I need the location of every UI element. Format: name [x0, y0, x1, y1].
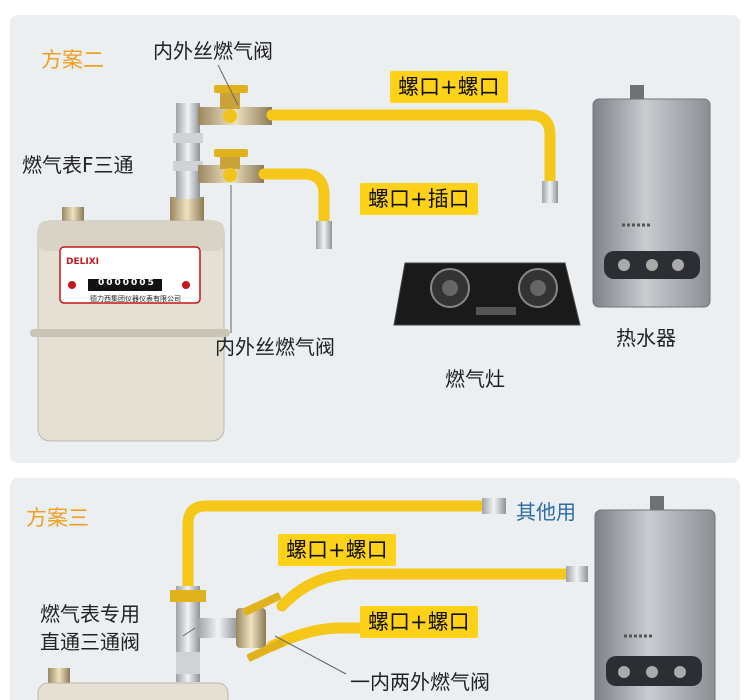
hose-lower	[266, 622, 376, 652]
stove-label: 燃气灶	[445, 367, 505, 391]
tag-thread-thread: 螺口+螺口	[390, 71, 508, 103]
meter-tee-label: 燃气表F三通	[22, 153, 134, 177]
water-heater	[594, 496, 716, 700]
valve-label-bottom: 内外丝燃气阀	[215, 335, 335, 359]
water-heater	[592, 85, 711, 308]
one-in-two-out-valve-label: 一内两外燃气阀	[350, 670, 490, 694]
tag-thread-thread-2: 螺口+螺口	[360, 606, 478, 638]
tag-thread-thread-1: 螺口+螺口	[278, 534, 396, 566]
hose-other-use	[182, 500, 490, 594]
water-heater-label: 热水器	[616, 326, 676, 350]
meter-reading: 0000005	[98, 278, 156, 288]
scheme-3-panel: 方案三 其他用 螺口+螺口 螺口+螺口 燃气表专用 直通三通阀 一内两外燃气阀	[10, 478, 740, 700]
meter-f-tee	[173, 103, 203, 199]
hose-to-heater-1	[276, 568, 576, 612]
gas-stove	[393, 262, 581, 326]
meter-brand: DELIXI	[66, 257, 99, 267]
hose-to-water-heater	[266, 109, 556, 189]
tag-thread-plug: 螺口+插口	[360, 183, 478, 215]
scheme-2-panel: 方案二 内外丝燃气阀 燃气表F三通 螺口+螺口 螺口+插口 内外丝燃气阀 燃气灶…	[10, 15, 740, 463]
gas-meter	[37, 668, 229, 700]
scheme-3-title: 方案三	[26, 506, 89, 530]
hose-to-stove	[258, 168, 330, 229]
tee-valve-assembly	[170, 586, 286, 682]
valve-label-top: 内外丝燃气阀	[153, 39, 273, 63]
scheme-3-illustration	[37, 496, 716, 700]
meter-tee-valve-label-line1: 燃气表专用	[40, 602, 140, 626]
gas-meter	[30, 197, 230, 442]
top-valve	[198, 85, 272, 125]
scheme-2-title: 方案二	[41, 48, 104, 72]
scheme-2-illustration	[30, 64, 711, 442]
meter-footer: 德力西集团仪器仪表有限公司	[90, 295, 181, 303]
bottom-valve	[198, 149, 264, 183]
other-use-label: 其他用	[516, 500, 576, 524]
meter-tee-valve-label-line2: 直通三通阀	[40, 630, 140, 654]
